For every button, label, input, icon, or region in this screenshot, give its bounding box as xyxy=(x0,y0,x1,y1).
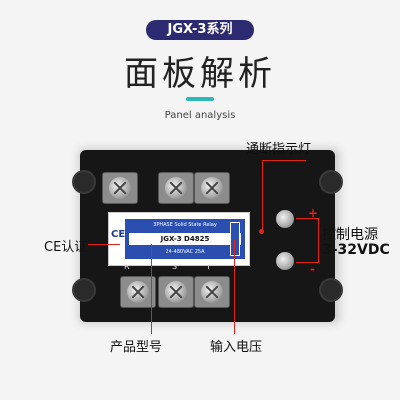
series-badge: JGX-3系列 xyxy=(146,20,254,40)
leader-minus xyxy=(296,262,318,263)
indicator-led xyxy=(259,229,264,234)
leader-ce xyxy=(88,244,120,245)
mounting-hole-top-right xyxy=(319,170,343,194)
terminal-u xyxy=(102,172,138,204)
input-voltage-tag xyxy=(230,222,240,256)
polarity-minus: - xyxy=(310,262,315,276)
leader-plus xyxy=(296,218,318,219)
screw-icon xyxy=(165,177,187,199)
mounting-hole-bottom-left xyxy=(72,278,96,302)
terminal-v xyxy=(158,172,194,204)
label-rating-text: 24-480VAC 25A xyxy=(165,249,205,255)
product-label-panel: 3PHASE Solid State Relay JGX-3 D4825 24-… xyxy=(125,219,245,259)
screw-icon xyxy=(165,281,187,303)
ce-logo: CE xyxy=(111,229,126,240)
screw-icon xyxy=(127,281,149,303)
mounting-hole-top-left xyxy=(72,170,96,194)
leader-indicator-light xyxy=(262,160,263,230)
screw-icon xyxy=(201,177,223,199)
page-subtitle: Panel analysis xyxy=(164,110,236,121)
callout-control-power: 控制电源 xyxy=(322,227,378,243)
product-label: CE 3PHASE Solid State Relay JGX-3 D4825 … xyxy=(108,212,250,266)
terminal-r xyxy=(120,276,156,308)
terminal-label-r: R xyxy=(124,262,130,271)
callout-ce: CE认证 xyxy=(44,240,88,255)
callout-indicator-light: 通断指示灯 xyxy=(246,142,312,157)
control-terminal-minus xyxy=(276,252,294,270)
screw-icon xyxy=(201,281,223,303)
terminal-label-t: T xyxy=(206,262,211,271)
leader-input-voltage xyxy=(234,240,235,334)
polarity-plus: + xyxy=(308,206,319,220)
callout-input-voltage: 输入电压 xyxy=(210,340,263,355)
callout-control-voltage: 3-32VDC xyxy=(322,242,390,258)
terminal-w xyxy=(194,172,230,204)
leader-product-model xyxy=(151,244,152,334)
label-model-number: JGX-3 D4825 xyxy=(129,233,241,245)
accent-divider xyxy=(186,97,214,101)
terminal-t xyxy=(194,276,230,308)
leader-indicator-light-h xyxy=(262,160,306,161)
screw-icon xyxy=(109,177,131,199)
mounting-hole-bottom-right xyxy=(319,278,343,302)
leader-control-vert xyxy=(318,218,319,263)
terminal-s xyxy=(158,276,194,308)
callout-product-model: 产品型号 xyxy=(110,340,163,355)
page-title: 面板解析 xyxy=(124,54,276,94)
terminal-label-s: S xyxy=(172,262,178,271)
control-terminal-plus xyxy=(276,210,294,228)
label-phase-text: 3PHASE Solid State Relay xyxy=(153,222,217,228)
